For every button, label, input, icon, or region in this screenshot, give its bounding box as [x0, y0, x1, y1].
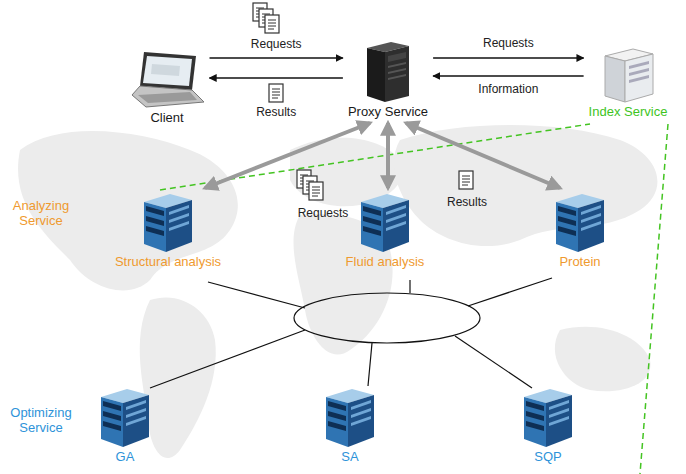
network-ring [294, 293, 480, 343]
boundary-line [160, 124, 590, 190]
network-links [150, 278, 552, 388]
index-box: Index Service [586, 44, 671, 121]
node-label: Fluid analysis [346, 254, 425, 269]
server-icon [97, 387, 153, 449]
group-label: Analyzing Service [3, 198, 79, 228]
message-arrow [433, 57, 584, 58]
analysis-server: Protein [549, 190, 611, 271]
boundary-line [640, 124, 668, 474]
world-map [18, 125, 657, 458]
node-label: SA [341, 449, 358, 464]
server-icon [322, 387, 378, 449]
request-arrow [406, 123, 560, 188]
message-arrow [433, 75, 584, 76]
server-icon [357, 192, 413, 254]
request-arrow [386, 123, 390, 188]
client-box: Client [127, 48, 208, 127]
server-icon [599, 46, 657, 104]
node-label: Client [150, 110, 183, 125]
node-label: Protein [559, 254, 600, 269]
document-icons [253, 3, 473, 200]
edge-label: Information [478, 82, 538, 96]
proxy-box: Proxy Service [345, 38, 431, 121]
flow-label: Requests [298, 206, 349, 220]
server-icon [520, 387, 576, 449]
server-icon [130, 50, 205, 110]
request-arrow [205, 123, 370, 188]
analysis-server: Structural analysis [112, 190, 224, 271]
message-arrow [210, 57, 343, 58]
server-icon [363, 40, 413, 104]
server-icon [140, 192, 196, 254]
group-label: Optimizing Service [3, 405, 79, 435]
server-icon [552, 192, 608, 254]
message-arrow [210, 77, 343, 78]
node-label: GA [116, 449, 135, 464]
flow-label: Results [447, 195, 487, 209]
edge-label: Requests [483, 36, 534, 50]
node-label: Index Service [589, 104, 668, 119]
node-label: Proxy Service [348, 104, 428, 119]
optimizer-server: GA [94, 385, 156, 466]
optimizer-server: SA [319, 385, 381, 466]
analysis-server: Fluid analysis [343, 190, 428, 271]
optimizer-server: SQP [517, 385, 579, 466]
node-label: SQP [534, 449, 561, 464]
edge-label: Requests [251, 37, 302, 51]
node-label: Structural analysis [115, 254, 221, 269]
edge-label: Results [256, 105, 296, 119]
